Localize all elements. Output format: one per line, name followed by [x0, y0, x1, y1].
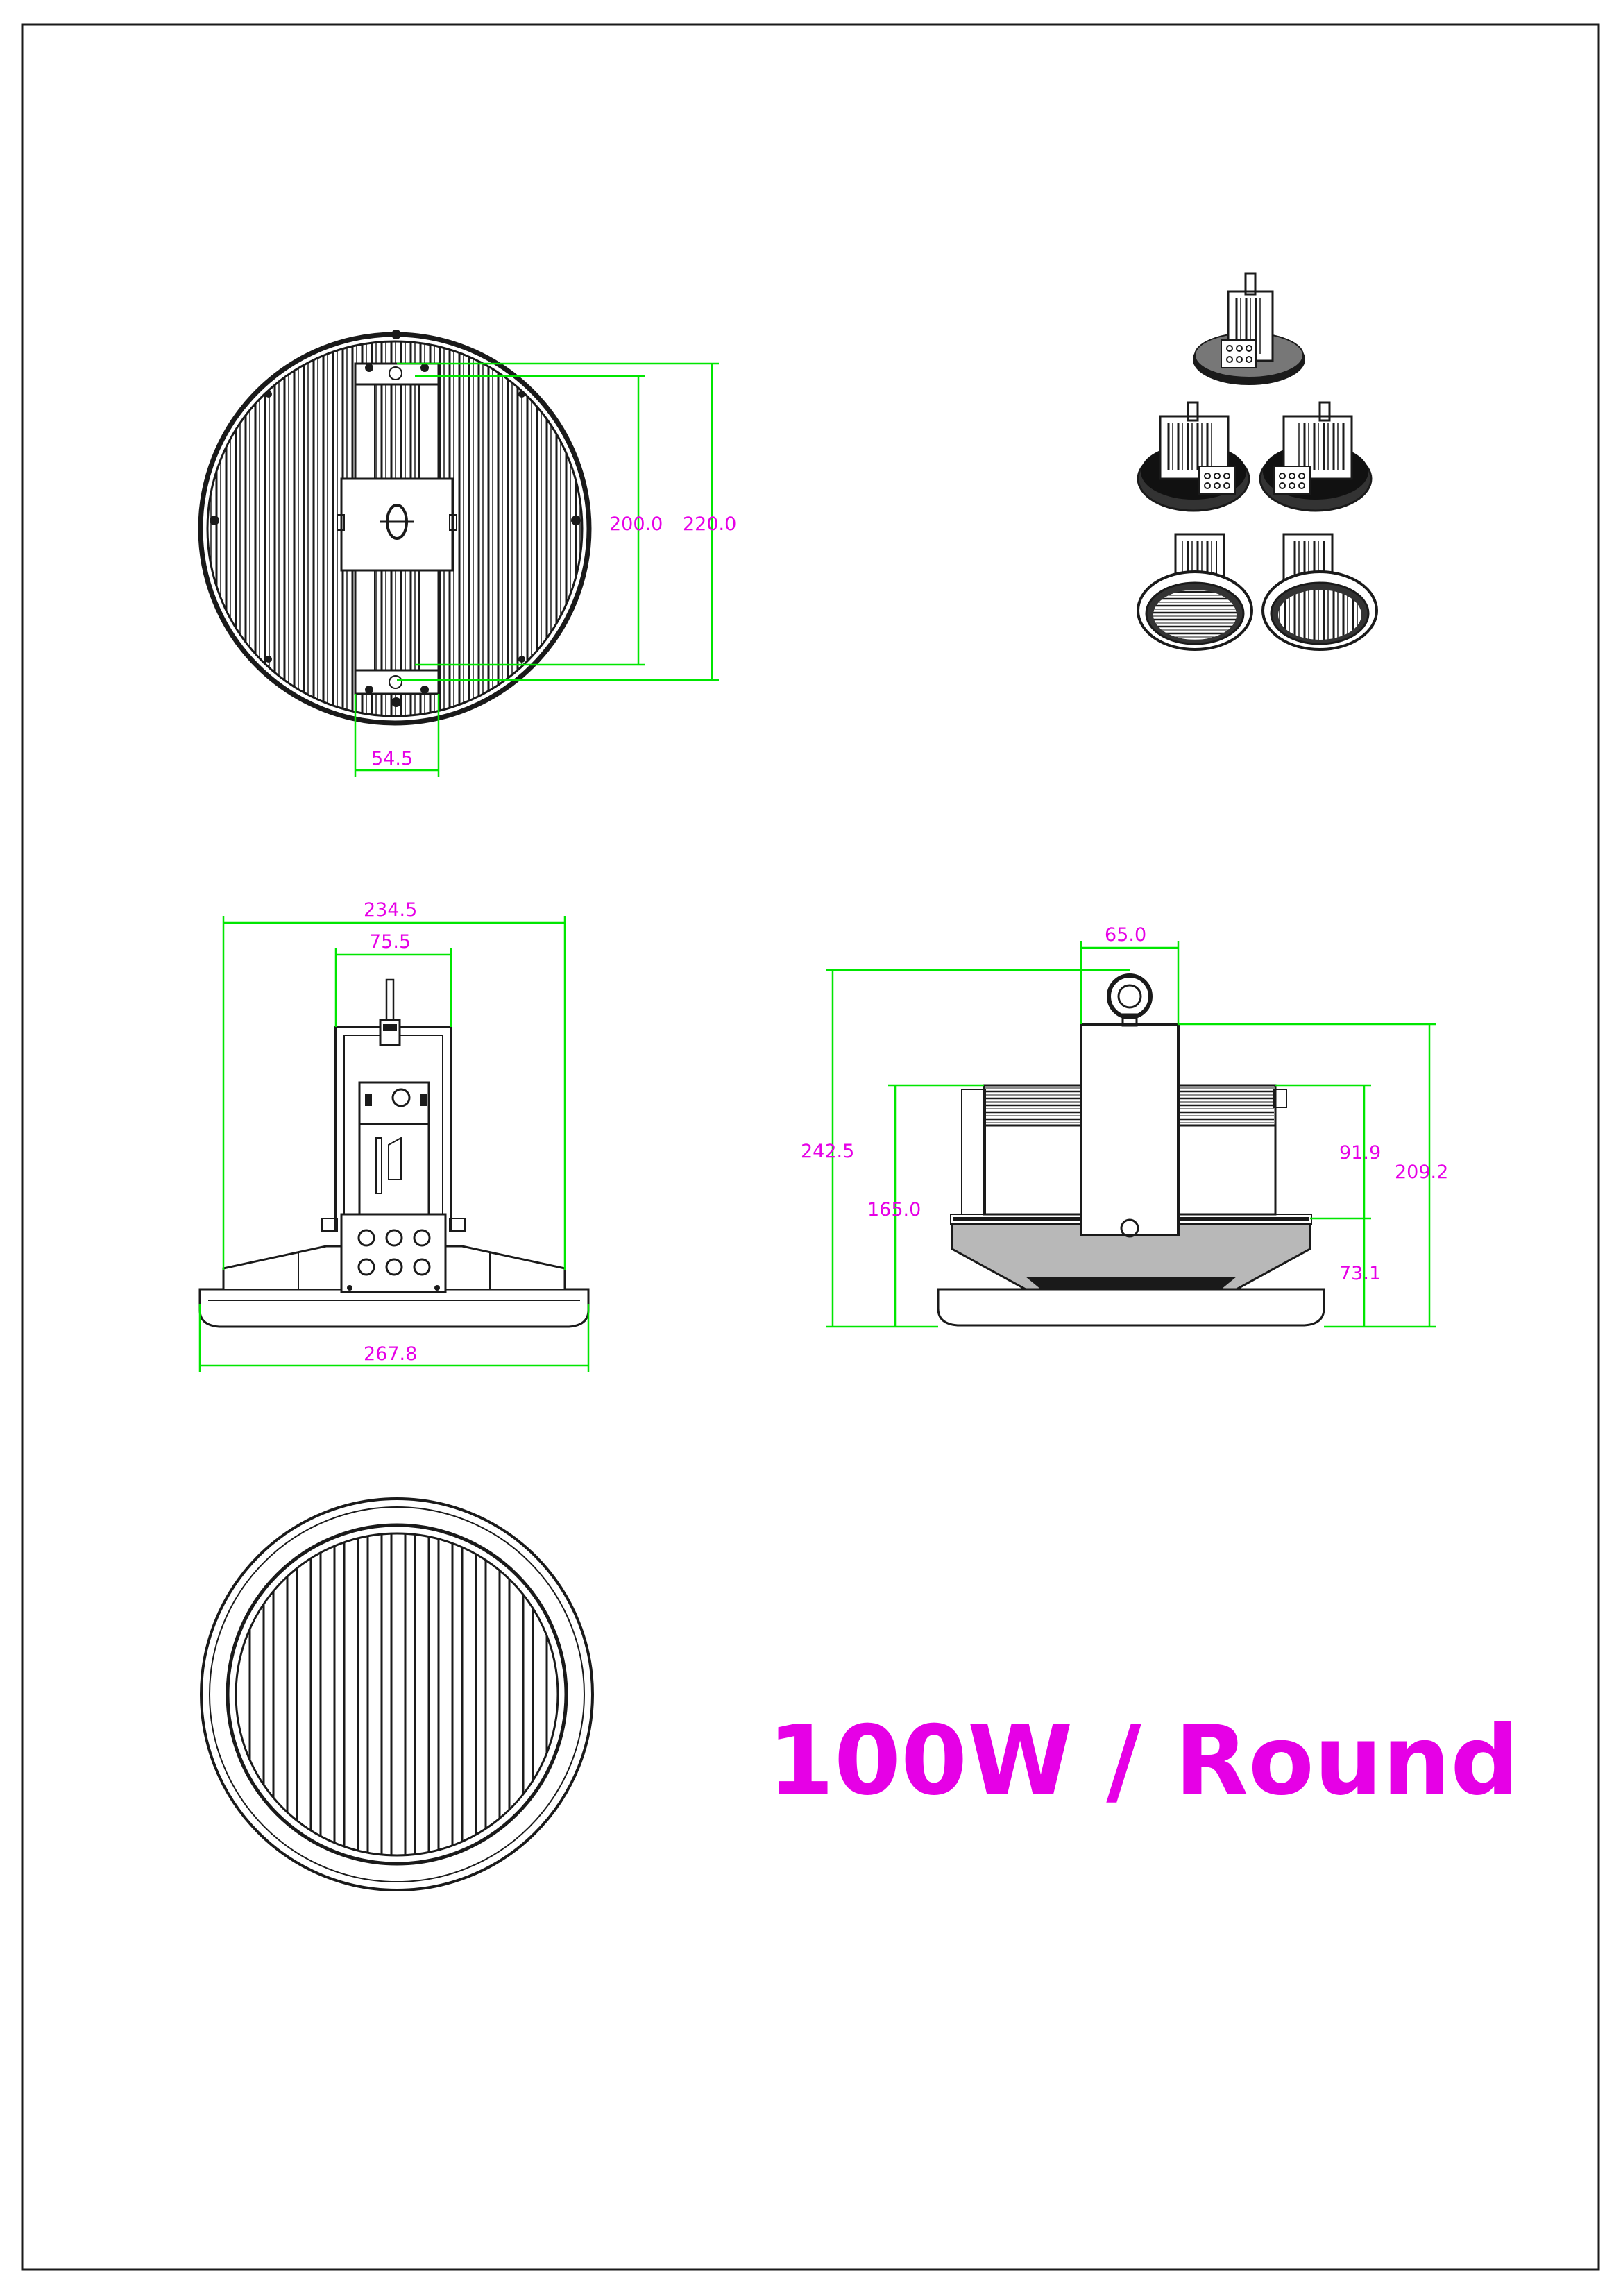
top-dim-inner-length: 200.0	[609, 513, 663, 535]
side-base	[937, 1288, 1325, 1327]
screw	[365, 364, 373, 372]
side-dim-lower-height: 73.1	[1339, 1263, 1381, 1284]
front-base	[198, 1288, 590, 1328]
sheet-border	[21, 23, 1600, 2271]
screw	[210, 516, 219, 525]
side-dim-overall-height: 242.5	[801, 1141, 854, 1162]
iso-view-right	[1259, 401, 1373, 512]
screw	[518, 391, 525, 398]
screw	[365, 686, 373, 694]
front-dim-bracket-width: 75.5	[369, 931, 411, 953]
model-title: 100W / Round	[767, 1705, 1519, 1817]
side-dimension-lines	[826, 941, 1436, 1328]
top-dimension-lines	[354, 362, 719, 777]
bottom-view	[200, 1497, 594, 1891]
front-view: 234.5 75.5 267.8	[198, 899, 590, 1372]
side-bracket	[1080, 1023, 1180, 1236]
side-dim-body-height: 165.0	[867, 1199, 921, 1221]
isometric-views	[1137, 272, 1378, 651]
bottom-fin-strips	[248, 1533, 548, 1855]
side-view: 65.0 242.5 165.0 91.9 209.2 73.1	[801, 924, 1448, 1328]
side-dim-bracket-width: 65.0	[1105, 924, 1146, 946]
screw	[265, 391, 272, 398]
top-dim-bracket-width: 54.5	[371, 748, 413, 769]
top-mount-plate	[340, 477, 454, 572]
top-view: 200.0 220.0 54.5	[198, 330, 736, 777]
screw	[571, 516, 581, 525]
screw	[265, 656, 272, 663]
screw	[420, 364, 429, 372]
iso-view-left	[1137, 401, 1250, 512]
iso-view-bottom-right	[1261, 533, 1378, 651]
screw	[391, 697, 401, 707]
front-junction-block	[340, 1213, 447, 1293]
top-dim-outer-length: 220.0	[683, 513, 736, 535]
side-dim-height-no-hook: 209.2	[1395, 1162, 1448, 1183]
front-dim-base-width: 267.8	[364, 1343, 417, 1365]
iso-view-top	[1193, 272, 1305, 385]
screw	[518, 656, 525, 663]
front-dimension-lines	[198, 916, 590, 1372]
screw	[391, 330, 401, 339]
bottom-lens-fins	[235, 1532, 559, 1857]
front-dim-overall-width: 234.5	[364, 899, 417, 921]
iso-view-bottom-left	[1137, 533, 1253, 651]
screw	[420, 686, 429, 694]
side-dim-fin-height: 91.9	[1339, 1142, 1381, 1164]
